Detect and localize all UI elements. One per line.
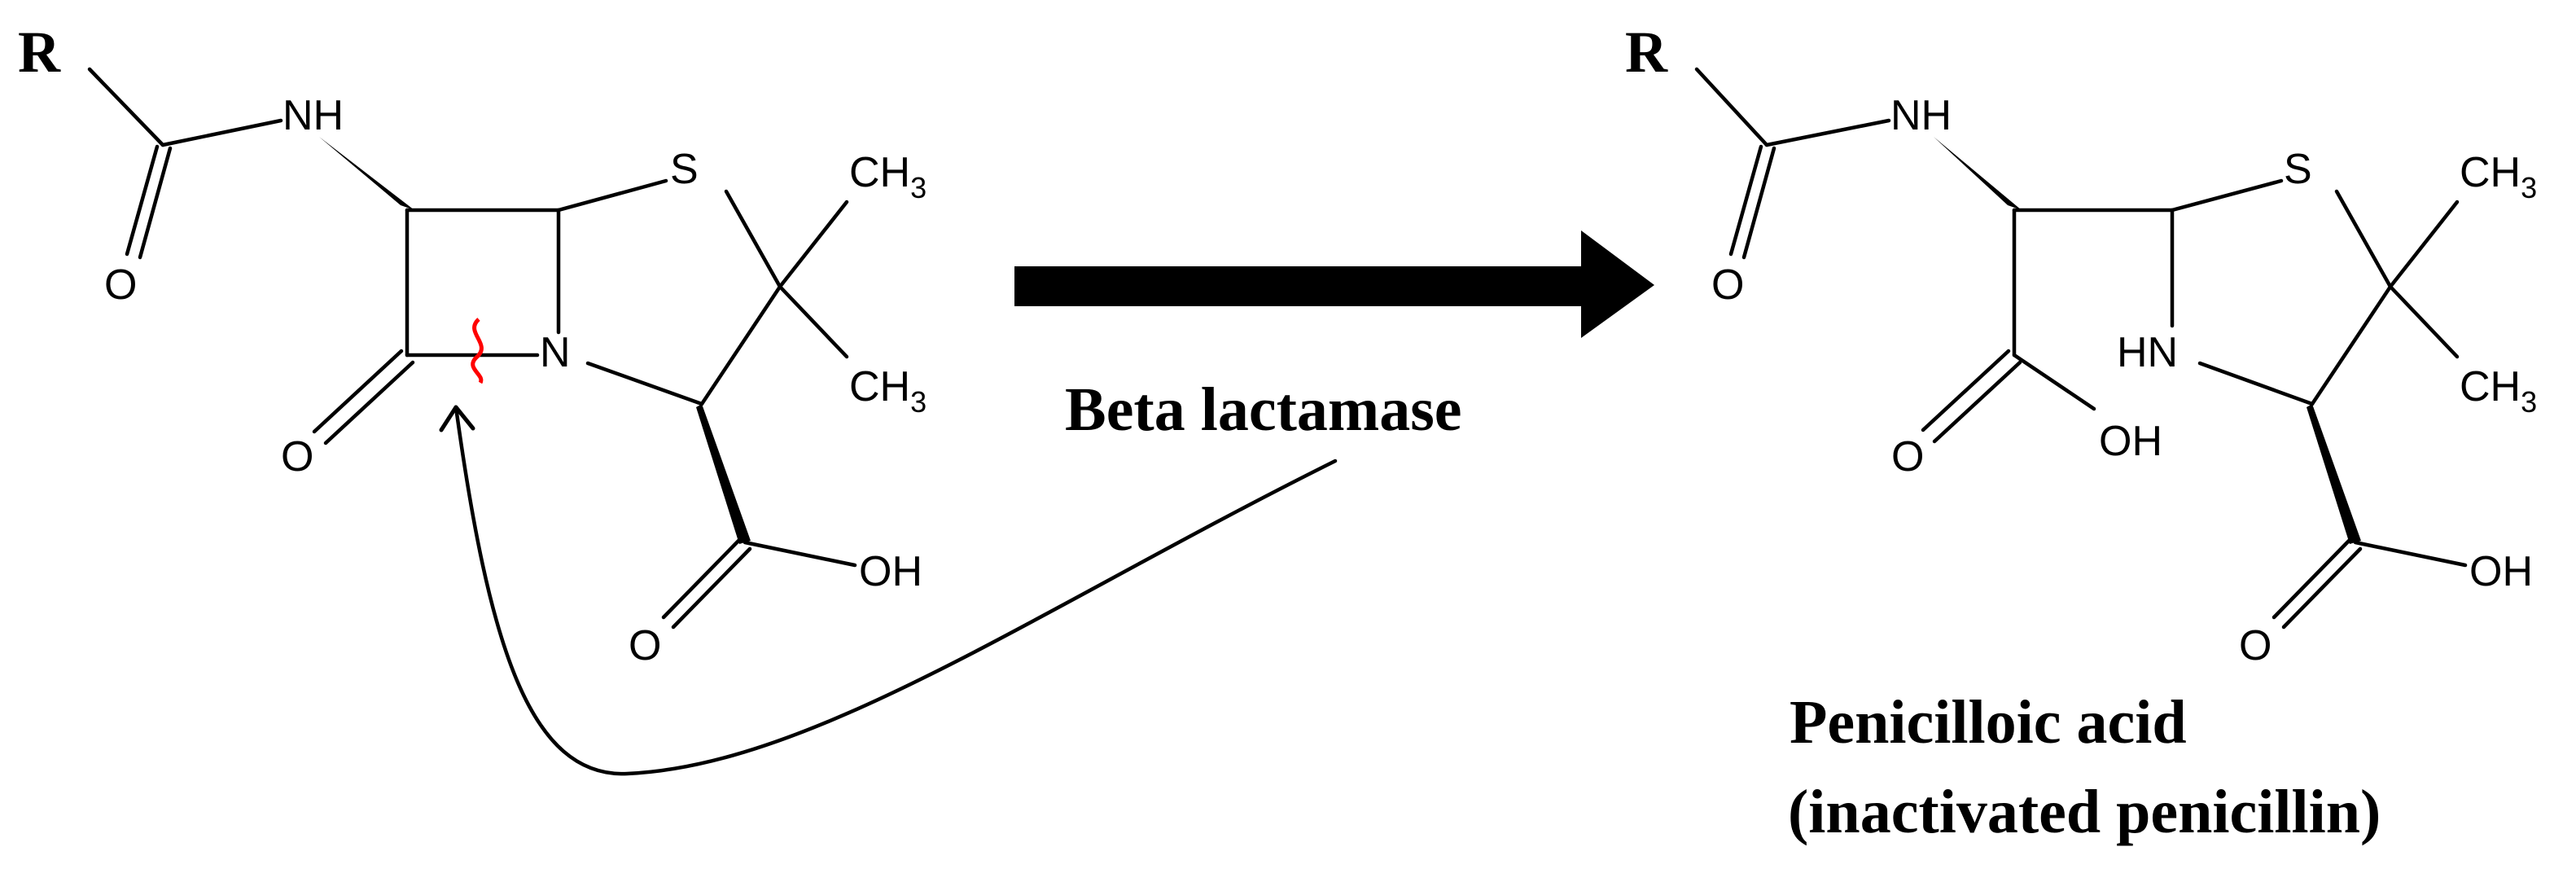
product-name-line1: Penicilloic acid bbox=[1790, 688, 2187, 757]
product-wedge-bond-nh bbox=[1934, 137, 2022, 210]
amide-oxygen-label: O bbox=[104, 261, 137, 309]
sulfur-label: S bbox=[670, 146, 699, 193]
product-wedge-bond-carboxyl bbox=[2307, 404, 2361, 544]
bond-co-double-b bbox=[138, 146, 173, 260]
cleavage-mark bbox=[471, 318, 484, 384]
product-bond-s-cme2 bbox=[2334, 189, 2393, 289]
bond-s-cme2 bbox=[724, 189, 782, 289]
bond-carbonyl-nh bbox=[160, 118, 283, 147]
product-bond-cme2-ch3-bottom bbox=[2388, 284, 2460, 359]
product-bond-cme2-ch3-top bbox=[2388, 200, 2460, 289]
nitrogen-label: N bbox=[540, 329, 571, 376]
bond-r-carbonyl bbox=[87, 67, 165, 147]
product-bond-cme2-ch bbox=[2310, 284, 2393, 406]
bond-co-double-a bbox=[125, 144, 160, 257]
bond-n-ch bbox=[585, 361, 704, 406]
enzyme-attack-arrowhead bbox=[439, 405, 475, 432]
ch3-top-label: CH3 bbox=[849, 149, 927, 204]
wedge-bond-nh bbox=[319, 137, 414, 210]
reaction-arrow-head bbox=[1581, 230, 1654, 338]
product-acid-oh-label: OH bbox=[2099, 418, 2162, 465]
bond-carboxyl-o-b bbox=[671, 546, 752, 630]
product-carboxyl-oh-label: OH bbox=[2469, 548, 2533, 595]
product-bond-co-double-b bbox=[1741, 146, 1776, 260]
product-name-line2: (inactivated penicillin) bbox=[1788, 778, 2381, 846]
nh-label: NH bbox=[283, 92, 344, 139]
bond-lactam-co-a bbox=[312, 349, 404, 434]
penicilloic-acid-structure: R NH O S HN CH3 CH3 O OH O OH bbox=[1625, 20, 2537, 669]
product-acid-oxygen-label: O bbox=[1891, 433, 1924, 480]
product-bond-carboxyl-o-a bbox=[2272, 537, 2353, 620]
bond-cme2-ch3-top bbox=[778, 200, 849, 289]
product-ch3-bottom-label: CH3 bbox=[2460, 363, 2537, 419]
product-ch3-top-label: CH3 bbox=[2460, 149, 2537, 204]
product-bond-acid-oh bbox=[2012, 353, 2096, 411]
bond-carboxyl-oh bbox=[743, 540, 857, 568]
r-group-label: R bbox=[18, 20, 61, 85]
product-bond-acid-o-a bbox=[1921, 349, 2011, 432]
product-amide-oxygen-label: O bbox=[1711, 261, 1744, 309]
product-bond-carboxyl-o-b bbox=[2281, 546, 2363, 630]
product-bond-carbonyl-nh bbox=[1764, 118, 1891, 147]
enzyme-attack-arrow bbox=[453, 405, 1338, 776]
lactam-oxygen-label: O bbox=[281, 433, 313, 480]
wedge-bond-carboxyl bbox=[696, 404, 751, 544]
enzyme-label: Beta lactamase bbox=[1065, 375, 1462, 444]
product-sulfur-label: S bbox=[2284, 146, 2312, 193]
product-nh-label: NH bbox=[1890, 92, 1952, 139]
product-bond-carboxyl-oh bbox=[2353, 540, 2468, 568]
reaction-arrow bbox=[1014, 230, 1654, 338]
bond-cme2-ch bbox=[699, 284, 782, 406]
carboxyl-oh-label: OH bbox=[859, 548, 922, 595]
bond-carboxyl-o-a bbox=[661, 537, 743, 620]
product-bond-hn-ch bbox=[2197, 361, 2315, 406]
product-bond-c5-s bbox=[2170, 178, 2284, 213]
bond-lactam-co-b bbox=[323, 360, 415, 445]
product-bond-acid-o-b bbox=[1932, 360, 2022, 444]
ch3-bottom-label: CH3 bbox=[849, 363, 927, 419]
bond-c-s bbox=[556, 178, 668, 213]
bond-cme2-ch3-bottom bbox=[778, 284, 849, 359]
product-bond-r-carbonyl bbox=[1694, 67, 1769, 147]
carboxyl-oxygen-label: O bbox=[629, 622, 661, 669]
product-hn-label: HN bbox=[2117, 329, 2178, 376]
product-bond-co-double-a bbox=[1728, 144, 1763, 257]
reaction-arrow-shaft bbox=[1014, 266, 1589, 306]
product-r-group-label: R bbox=[1625, 20, 1668, 85]
product-carboxyl-oxygen-label: O bbox=[2239, 622, 2272, 669]
penicillin-structure: R NH O O S N CH3 CH3 O OH bbox=[18, 20, 927, 669]
